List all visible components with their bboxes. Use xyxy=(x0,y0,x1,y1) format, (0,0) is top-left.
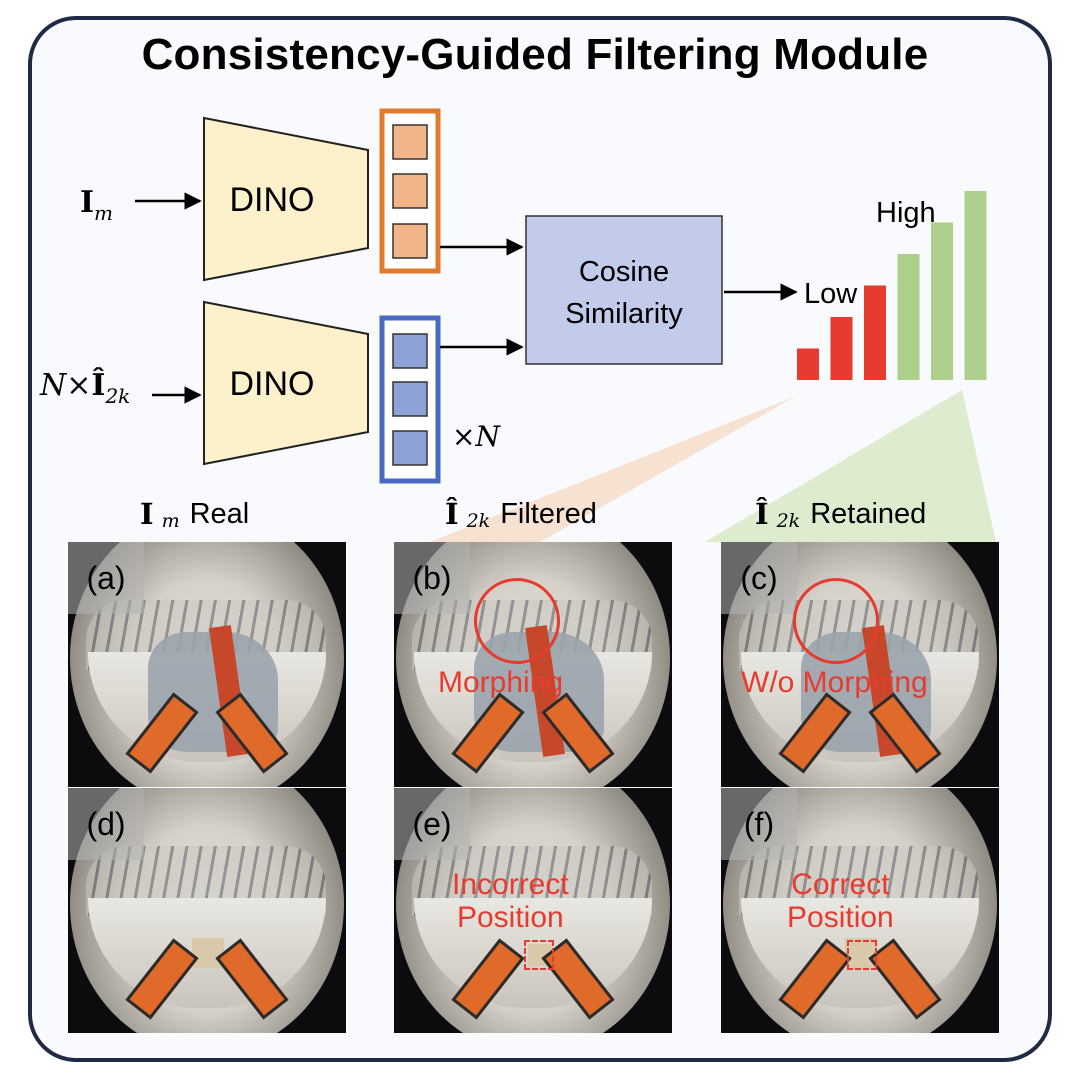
annotation-without-morphing: W/o Morphing xyxy=(741,666,928,699)
feature-cell xyxy=(392,333,428,369)
panel-tag: (f) xyxy=(721,788,797,860)
panel-c-retained-image: (c) W/o Morphing xyxy=(721,542,999,787)
score-bar-low xyxy=(797,348,819,380)
annotation-incorrect-position: Incorrect Position xyxy=(452,868,569,934)
feature-cell xyxy=(392,381,428,417)
cosine-similarity-label-line2: Similarity xyxy=(565,298,683,330)
incorrect-position-marker xyxy=(524,940,554,970)
feature-cell xyxy=(392,124,428,160)
panel-tag: (a) xyxy=(68,542,144,614)
panel-b-filtered-image: (b) Morphing xyxy=(394,542,672,787)
score-bar-low xyxy=(830,317,853,380)
panel-tag: (c) xyxy=(721,542,797,614)
cosine-similarity-label-line1: Cosine xyxy=(579,256,669,288)
no-morphing-highlight-circle xyxy=(793,578,879,664)
times-n-label: ×N xyxy=(452,420,501,453)
retained-wedge xyxy=(705,390,996,542)
panel-tag: (e) xyxy=(394,788,470,860)
score-bar-low xyxy=(864,285,886,380)
score-bar-high xyxy=(964,191,987,380)
feature-cell xyxy=(392,430,428,466)
input-image-real-label: Im xyxy=(80,185,113,225)
score-bars xyxy=(797,191,987,380)
cosine-similarity-block xyxy=(525,215,723,365)
morphing-highlight-circle xyxy=(474,578,560,664)
dino-encoder-bottom xyxy=(203,300,369,466)
input-image-generated-label: N×Î2k xyxy=(39,367,130,408)
score-bar-high xyxy=(931,222,953,380)
panel-d-real-image: (d) xyxy=(68,788,346,1033)
panel-tag: (b) xyxy=(394,542,470,614)
dino-label-top: DINO xyxy=(230,181,315,219)
panel-f-retained-image: (f) Correct Position xyxy=(721,788,999,1033)
low-score-label: Low xyxy=(804,278,858,310)
filtered-wedge xyxy=(430,396,796,542)
feature-cell xyxy=(392,223,428,259)
panel-a-real-image: (a) xyxy=(68,542,346,787)
correct-position-marker xyxy=(847,940,877,970)
score-bar-high xyxy=(897,254,920,380)
feature-cell xyxy=(392,173,428,209)
figure-title: Consistency-Guided Filtering Module xyxy=(141,30,929,79)
panel-tag: (d) xyxy=(68,788,144,860)
high-score-label: High xyxy=(876,197,936,229)
dino-encoder-top xyxy=(203,116,369,282)
dino-label-bottom: DINO xyxy=(230,365,315,403)
panel-e-filtered-image: (e) Incorrect Position xyxy=(394,788,672,1033)
annotation-morphing: Morphing xyxy=(438,666,564,699)
annotation-correct-position: Correct Position xyxy=(787,868,894,934)
